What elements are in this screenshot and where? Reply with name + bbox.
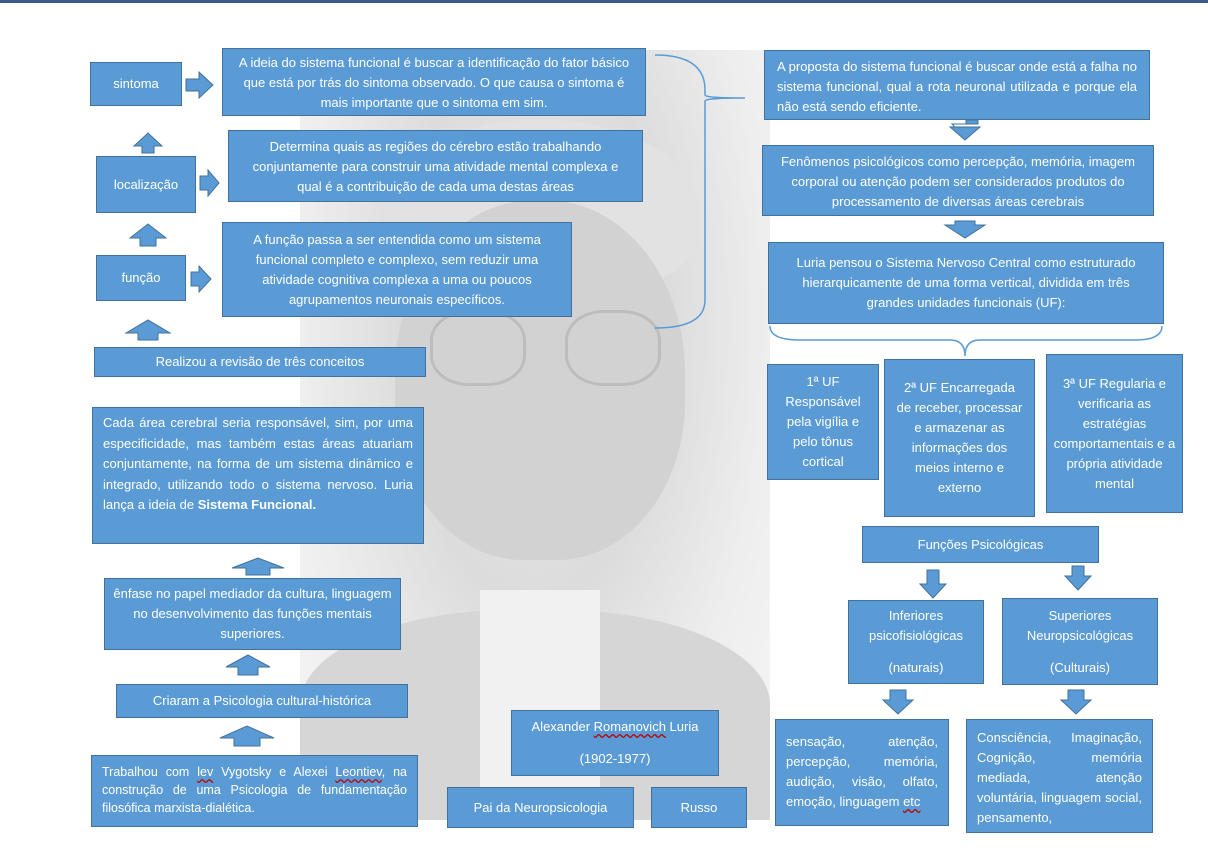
trabalhou-box: Trabalhou com lev Vygotsky e Alexei Leon… <box>91 755 418 827</box>
inferiores-list-text: sensação, atenção, percepção, memória, a… <box>786 734 938 809</box>
arrow-up-icon <box>225 654 271 676</box>
uf1-text: 1ª UF Responsável pela vigília e pelo tô… <box>785 374 861 469</box>
trabalhou-text-a: Trabalhou com <box>102 765 198 779</box>
arrow-up-icon <box>231 557 285 576</box>
ideia-box: A ideia do sistema funcional é buscar a … <box>222 48 646 116</box>
luria-pensou-box: Luria pensou o Sistema Nervoso Central c… <box>768 242 1164 324</box>
superiores-list-box: Consciência, Imaginação, Cognição, memór… <box>966 719 1153 833</box>
arrow-up-icon <box>128 223 168 247</box>
superiores-list-text: Consciência, Imaginação, Cognição, memór… <box>977 730 1142 825</box>
funcoes-psicologicas-box: Funções Psicológicas <box>862 526 1099 563</box>
superiores-sublabel: (Culturais) <box>1050 659 1110 675</box>
enfase-text: ênfase no papel mediador da cultura, lin… <box>113 586 392 641</box>
bracket-connector <box>769 325 1163 357</box>
criaram-box: Criaram a Psicologia cultural-histórica <box>116 684 408 718</box>
sistema-funcional-box: Cada área cerebral seria responsável, si… <box>92 407 424 544</box>
superiores-box: Superiores Neuropsicológicas (Culturais) <box>1002 598 1158 685</box>
trabalhou-text-b: Vygotsky e Alexei <box>213 765 336 779</box>
inferiores-sublabel: (naturais) <box>888 660 944 675</box>
uf2-box: 2ª UF Encarregada de receber, processar … <box>884 359 1035 517</box>
determina-box: Determina quais as regiões do cérebro es… <box>228 130 643 202</box>
funcao-box: função <box>96 255 186 301</box>
arrow-down-icon <box>950 119 979 139</box>
russo-box: Russo <box>651 787 747 828</box>
uf3-text: 3ª UF Regularia e verificaria as estraté… <box>1053 375 1176 491</box>
arrow-right-icon <box>199 168 220 198</box>
uf1-box: 1ª UF Responsável pela vigília e pelo tô… <box>767 364 879 480</box>
inferiores-box: Inferiores psicofisiológicas (naturais) <box>848 600 984 684</box>
superiores-label: Superiores Neuropsicológicas <box>1026 607 1134 643</box>
funcao-desc-box: A função passa a ser entendida como um s… <box>222 222 572 317</box>
trabalhou-text-c: , na construção de uma Psicologia de fun… <box>102 765 407 815</box>
fenomenos-box: Fenômenos psicológicos como percepção, m… <box>762 145 1154 216</box>
uf3-box: 3ª UF Regularia e verificaria as estraté… <box>1046 354 1183 513</box>
sistema-funcional-bold: Sistema Funcional. <box>197 497 317 512</box>
fenomenos-text: Fenômenos psicológicos como percepção, m… <box>780 154 1136 209</box>
luria-pensou-text: Luria pensou o Sistema Nervoso Central c… <box>796 255 1136 310</box>
luria-name: Alexander Romanovich Luria <box>531 719 699 734</box>
arrow-down-icon <box>948 126 982 141</box>
arrow-up-icon <box>124 319 172 341</box>
funcoes-psicologicas-text: Funções Psicológicas <box>917 536 1044 552</box>
luria-name-box: Alexander Romanovich Luria (1902-1977) <box>511 710 719 776</box>
funcao-label: função <box>121 270 161 285</box>
sistema-funcional-text: Cada área cerebral seria responsável, si… <box>103 415 413 512</box>
sintoma-label: sintoma <box>113 76 159 91</box>
arrow-down-icon <box>943 220 987 239</box>
criaram-text: Criaram a Psicologia cultural-histórica <box>152 693 372 708</box>
localizacao-box: localização <box>96 156 196 213</box>
ideia-text: A ideia do sistema funcional é buscar a … <box>238 55 630 110</box>
arrow-down-icon <box>1059 689 1093 715</box>
inferiores-label: Inferiores psicofisiológicas <box>869 608 963 643</box>
inferiores-list-etc: etc <box>903 794 921 809</box>
revisao-text: Realizou a revisão de três conceitos <box>155 354 365 369</box>
arrow-right-icon <box>190 264 212 294</box>
uf2-text: 2ª UF Encarregada de receber, processar … <box>896 380 1023 495</box>
revisao-box: Realizou a revisão de três conceitos <box>94 347 426 377</box>
arrow-right-icon <box>185 70 214 100</box>
arrow-down-icon <box>918 569 948 599</box>
russo-text: Russo <box>680 799 718 815</box>
top-border <box>0 0 1208 3</box>
pai-box: Pai da Neuropsicologia <box>447 787 634 828</box>
inferiores-list-box: sensação, atenção, percepção, memória, a… <box>775 719 949 826</box>
luria-years: (1902-1977) <box>579 751 651 766</box>
arrow-up-icon <box>132 132 164 154</box>
funcao-desc-text: A função passa a ser entendida como um s… <box>253 231 541 307</box>
sintoma-box: sintoma <box>90 62 182 106</box>
trabalhou-text-leontiev: Leontiev <box>335 765 382 779</box>
arrow-up-icon <box>219 725 275 747</box>
proposta-text: A proposta do sistema funcional é buscar… <box>777 59 1137 114</box>
pai-text: Pai da Neuropsicologia <box>473 799 608 815</box>
arrow-down-icon <box>881 689 915 715</box>
determina-text: Determina quais as regiões do cérebro es… <box>252 139 619 194</box>
arrow-down-icon <box>1063 565 1093 591</box>
trabalhou-text-lev: lev <box>197 765 214 779</box>
localizacao-label: localização <box>113 176 179 192</box>
enfase-box: ênfase no papel mediador da cultura, lin… <box>104 578 401 650</box>
proposta-box: A proposta do sistema funcional é buscar… <box>764 50 1150 120</box>
